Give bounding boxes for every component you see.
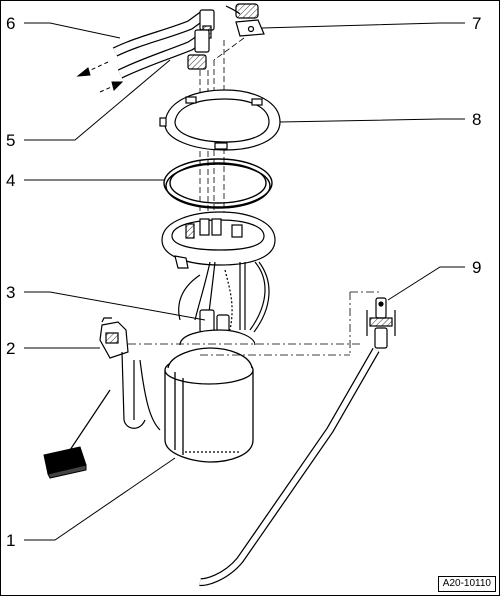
- pump-flange: [161, 211, 276, 269]
- fuel-level-sender: [69, 317, 161, 451]
- leader-5: [24, 59, 171, 141]
- leader-8: [279, 118, 465, 123]
- electrical-connector: [225, 3, 265, 37]
- hose-connector-lower: [187, 29, 210, 70]
- sealing-ring: [163, 158, 273, 209]
- callout-9: 9: [472, 258, 481, 277]
- callout-5: 5: [6, 131, 15, 150]
- fuel-hose-return: [117, 31, 208, 79]
- callout-6: 6: [6, 14, 15, 33]
- leader-6: [24, 22, 121, 39]
- float: [43, 446, 87, 479]
- leader-1: [24, 457, 176, 541]
- suction-hose: [199, 348, 380, 587]
- locking-ring: [159, 89, 281, 151]
- callout-3: 3: [6, 283, 15, 302]
- leader-lines: [24, 22, 465, 541]
- leader-3: [24, 291, 206, 321]
- callout-4: 4: [6, 171, 15, 190]
- pump-module-top: [179, 309, 256, 346]
- callout-2: 2: [6, 339, 15, 358]
- alignment-dashdot: [128, 291, 380, 356]
- leader-7: [261, 22, 465, 29]
- callout-8: 8: [472, 110, 481, 129]
- leader-9: [387, 266, 465, 301]
- callout-1: 1: [6, 531, 15, 550]
- callout-7: 7: [472, 14, 481, 33]
- flow-arrows: [76, 61, 124, 93]
- reference-code: A20-10110: [437, 576, 496, 592]
- fuel-delivery-unit: [164, 347, 254, 463]
- fuel-hose-supply: [112, 9, 208, 57]
- suction-jet-pump: [366, 297, 396, 349]
